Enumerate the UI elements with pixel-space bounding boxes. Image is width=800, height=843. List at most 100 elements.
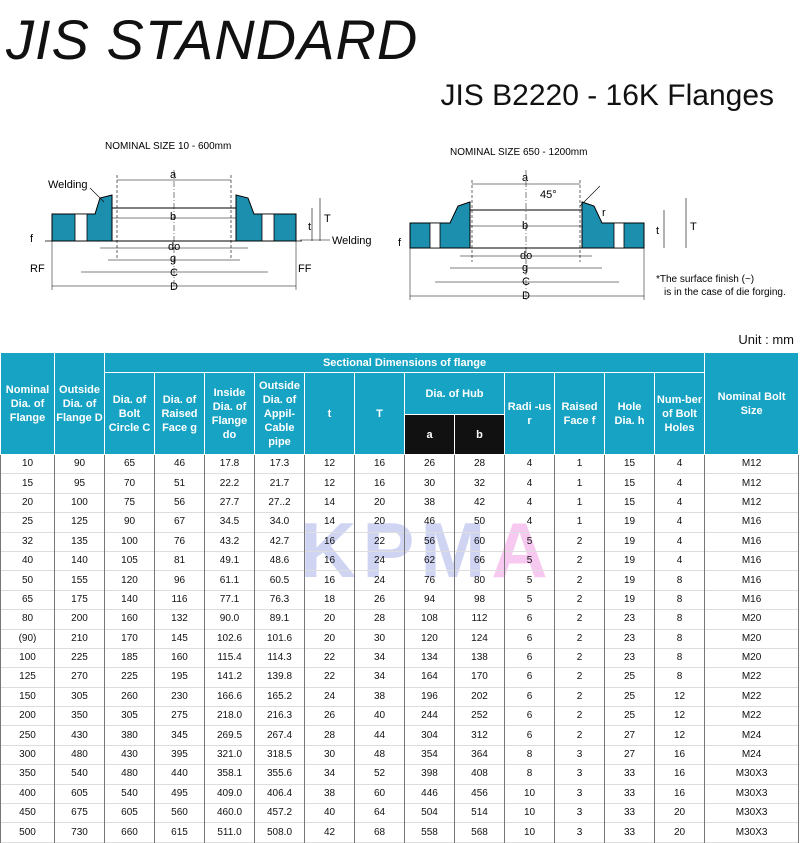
table-cell: 1 bbox=[554, 453, 605, 474]
table-cell: 2 bbox=[554, 667, 605, 688]
table-cell: 102.6 bbox=[204, 629, 255, 649]
table-cell: 48.6 bbox=[254, 551, 305, 571]
table-cell: 305 bbox=[104, 706, 155, 726]
table-cell: 495 bbox=[154, 784, 205, 804]
table-cell: 480 bbox=[104, 764, 155, 785]
table-cell: M24 bbox=[704, 725, 800, 746]
unit-label: Unit : mm bbox=[738, 332, 794, 347]
table-cell: 51 bbox=[154, 473, 205, 494]
table-cell: 70 bbox=[104, 473, 155, 494]
table-cell: 21.7 bbox=[254, 473, 305, 494]
table-cell: M20 bbox=[704, 609, 800, 630]
table-cell: 68 bbox=[354, 822, 405, 843]
table-cell: 457.2 bbox=[254, 803, 305, 823]
table-cell: 244 bbox=[404, 706, 455, 726]
table-cell: 270 bbox=[54, 667, 105, 688]
table-cell: 90.0 bbox=[204, 609, 255, 630]
right-label-r: r bbox=[602, 207, 606, 219]
table-cell: 10 bbox=[0, 453, 55, 474]
table-cell: 100 bbox=[104, 532, 155, 552]
right-label-g: g bbox=[522, 262, 528, 274]
table-cell: 230 bbox=[154, 687, 205, 707]
table-cell: 100 bbox=[0, 648, 55, 668]
table-cell: 14 bbox=[304, 493, 355, 513]
th-raised-face: Dia. of Raised Face g bbox=[154, 372, 205, 455]
table-cell: 27 bbox=[604, 725, 655, 746]
left-label-b: b bbox=[170, 211, 176, 223]
table-cell: 480 bbox=[54, 745, 105, 765]
table-cell: 8 bbox=[653, 570, 706, 591]
th-raised-f: Raised Face f bbox=[554, 372, 605, 455]
table-cell: 95 bbox=[54, 473, 105, 494]
table-cell: 12 bbox=[653, 706, 706, 726]
table-cell: 20 bbox=[354, 493, 405, 513]
th-hub-a: a bbox=[404, 414, 455, 455]
table-cell: 8 bbox=[653, 590, 706, 610]
table-cell: 305 bbox=[54, 687, 105, 707]
table-cell: 32 bbox=[454, 473, 505, 494]
left-label-a: a bbox=[170, 169, 177, 181]
table-cell: 4 bbox=[504, 493, 555, 513]
diagram-right-caption: NOMINAL SIZE 650 - 1200mm bbox=[450, 147, 587, 158]
page-subtitle: JIS B2220 - 16K Flanges bbox=[440, 79, 774, 112]
table-cell: 312 bbox=[454, 725, 505, 746]
right-label-T: T bbox=[690, 221, 697, 233]
table-cell: 200 bbox=[0, 706, 55, 726]
table-cell: 300 bbox=[0, 745, 55, 765]
table-cell: 358.1 bbox=[204, 764, 255, 785]
table-cell: 22.2 bbox=[204, 473, 255, 494]
table-cell: 64 bbox=[354, 803, 405, 823]
table-cell: 2 bbox=[554, 725, 605, 746]
table-cell: 660 bbox=[104, 822, 155, 843]
table-cell: 165.2 bbox=[254, 687, 305, 707]
right-label-f: f bbox=[398, 237, 402, 249]
table-cell: 60.5 bbox=[254, 570, 305, 591]
left-label-T: T bbox=[324, 213, 331, 225]
table-cell: 40 bbox=[304, 803, 355, 823]
table-cell: 304 bbox=[404, 725, 455, 746]
th-inside: Inside Dia. of Flange do bbox=[204, 372, 255, 455]
table-cell: 33 bbox=[604, 803, 655, 823]
table-cell: 500 bbox=[0, 822, 55, 843]
table-cell: 17.8 bbox=[204, 453, 255, 474]
table-cell: 195 bbox=[154, 667, 205, 688]
table-cell: 76.3 bbox=[254, 590, 305, 610]
table-cell: 27.7 bbox=[204, 493, 255, 513]
table-cell: 66 bbox=[454, 551, 505, 571]
table-cell: 560 bbox=[154, 803, 205, 823]
table-cell: 218.0 bbox=[204, 706, 255, 726]
table-cell: 321.0 bbox=[204, 745, 255, 765]
table-cell: 18 bbox=[304, 590, 355, 610]
table-cell: 175 bbox=[54, 590, 105, 610]
table-cell: 14 bbox=[304, 512, 355, 533]
table-cell: M12 bbox=[704, 453, 800, 474]
table-cell: 164 bbox=[404, 667, 455, 688]
table-cell: 19 bbox=[604, 570, 655, 591]
table-cell: 12 bbox=[653, 725, 706, 746]
table-cell: 615 bbox=[154, 822, 205, 843]
table-cell: 450 bbox=[0, 803, 55, 823]
th-hub: Dia. of Hub bbox=[404, 372, 505, 415]
table-cell: 6 bbox=[504, 648, 555, 668]
table-cell: 508.0 bbox=[254, 822, 305, 843]
table-cell: 20 bbox=[304, 629, 355, 649]
table-cell: 2 bbox=[554, 590, 605, 610]
table-cell: 90 bbox=[54, 453, 105, 474]
right-label-C: C bbox=[522, 276, 530, 288]
table-cell: 108 bbox=[404, 609, 455, 630]
table-cell: M20 bbox=[704, 648, 800, 668]
table-cell: 27 bbox=[604, 745, 655, 765]
table-cell: 132 bbox=[154, 609, 205, 630]
table-cell: 395 bbox=[154, 745, 205, 765]
table-cell: 430 bbox=[104, 745, 155, 765]
table-cell: M22 bbox=[704, 706, 800, 726]
table-cell: 25 bbox=[0, 512, 55, 533]
table-cell: 2 bbox=[554, 570, 605, 591]
table-cell: M16 bbox=[704, 532, 800, 552]
th-hub-b: b bbox=[454, 414, 505, 455]
